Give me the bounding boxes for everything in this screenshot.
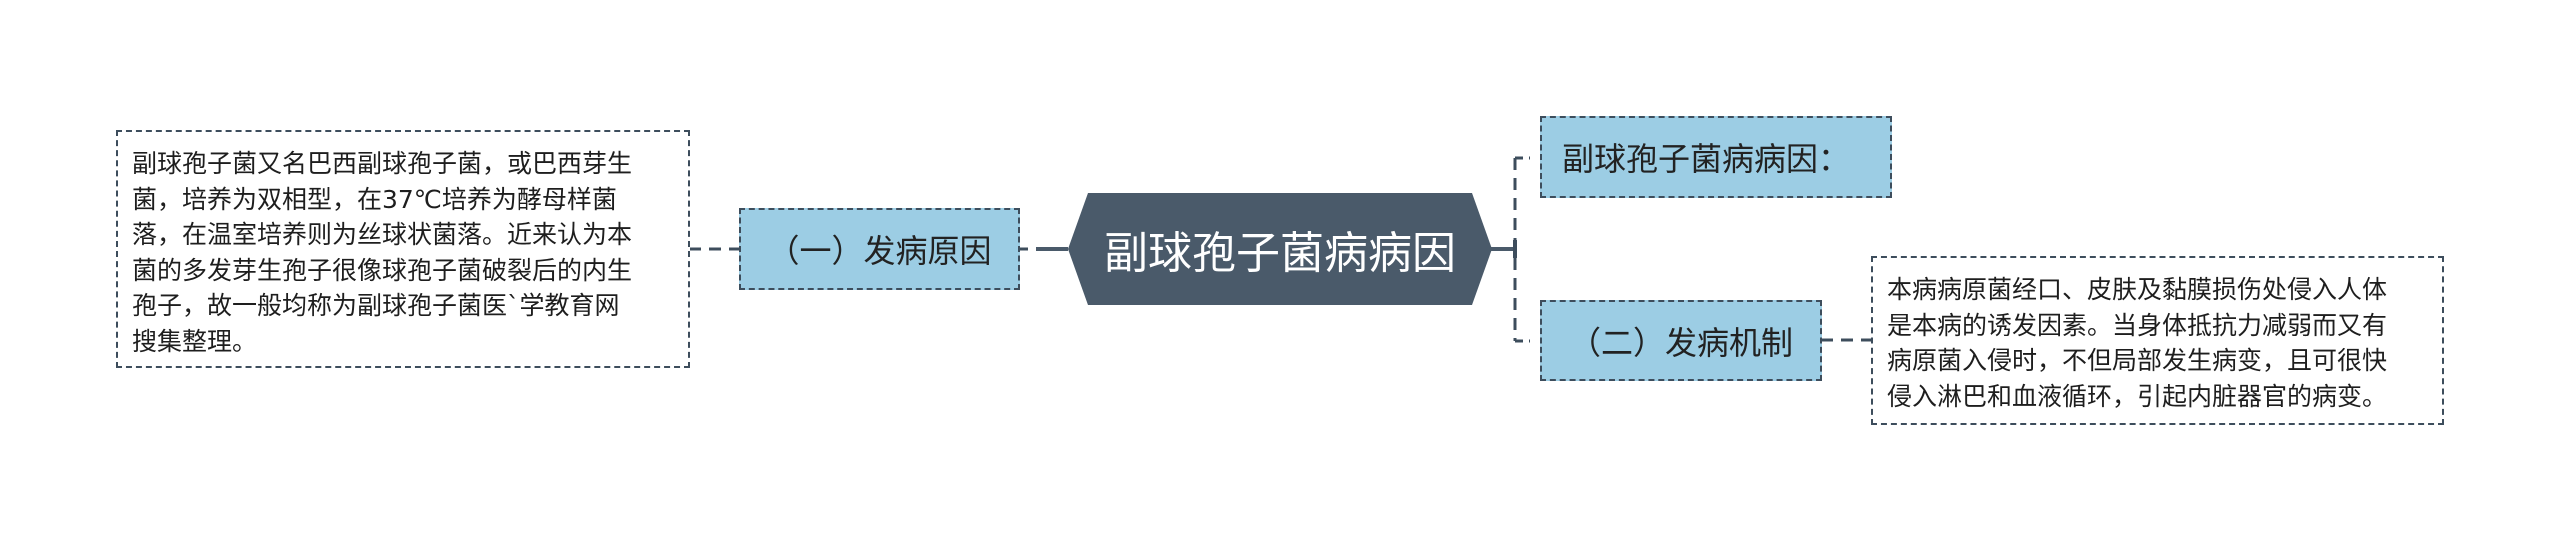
right-detail-line: 侵入淋巴和血液循环，引起内脏器官的病变。: [1887, 381, 2388, 411]
topic-etiology-label: 副球孢子菌病病因：: [1562, 140, 1851, 178]
central-topic-label: 副球孢子菌病病因: [1104, 228, 1456, 279]
right-detail-line: 本病病原菌经口、皮肤及黏膜损伤处侵入人体: [1887, 275, 2388, 304]
left-detail-line: 菌，培养为双相型，在37℃培养为酵母样菌: [132, 184, 617, 214]
left-detail-line: 副球孢子菌又名巴西副球孢子菌，或巴西芽生: [132, 149, 633, 178]
left-detail-box[interactable]: 副球孢子菌又名巴西副球孢子菌，或巴西芽生 菌，培养为双相型，在37℃培养为酵母样…: [116, 130, 690, 368]
left-detail-line: 孢子，故一般均称为副球孢子菌医`学教育网: [132, 291, 620, 320]
right-detail-box[interactable]: 本病病原菌经口、皮肤及黏膜损伤处侵入人体 是本病的诱发因素。当身体抵抗力减弱而又…: [1871, 256, 2444, 425]
topic-etiology[interactable]: 副球孢子菌病病因：: [1540, 116, 1892, 198]
left-detail-line: 搜集整理。: [132, 326, 258, 356]
left-detail-line: 菌的多发芽生孢子很像球孢子菌破裂后的内生: [132, 255, 633, 285]
topic-mechanism[interactable]: （二）发病机制: [1540, 300, 1822, 381]
left-detail-line: 落，在温室培养则为丝球状菌落。近来认为本: [132, 220, 633, 249]
topic-mechanism-label: （二）发病机制: [1568, 323, 1793, 362]
right-detail-line: 病原菌入侵时，不但局部发生病变，且可很快: [1887, 346, 2388, 375]
right-detail-line: 是本病的诱发因素。当身体抵抗力减弱而又有: [1887, 310, 2388, 340]
topic-cause-label: （一）发病原因: [767, 232, 992, 270]
topic-cause[interactable]: （一）发病原因: [739, 208, 1020, 290]
central-hexagon-shape: [1068, 193, 1492, 305]
central-topic[interactable]: 副球孢子菌病病因: [1068, 193, 1492, 305]
